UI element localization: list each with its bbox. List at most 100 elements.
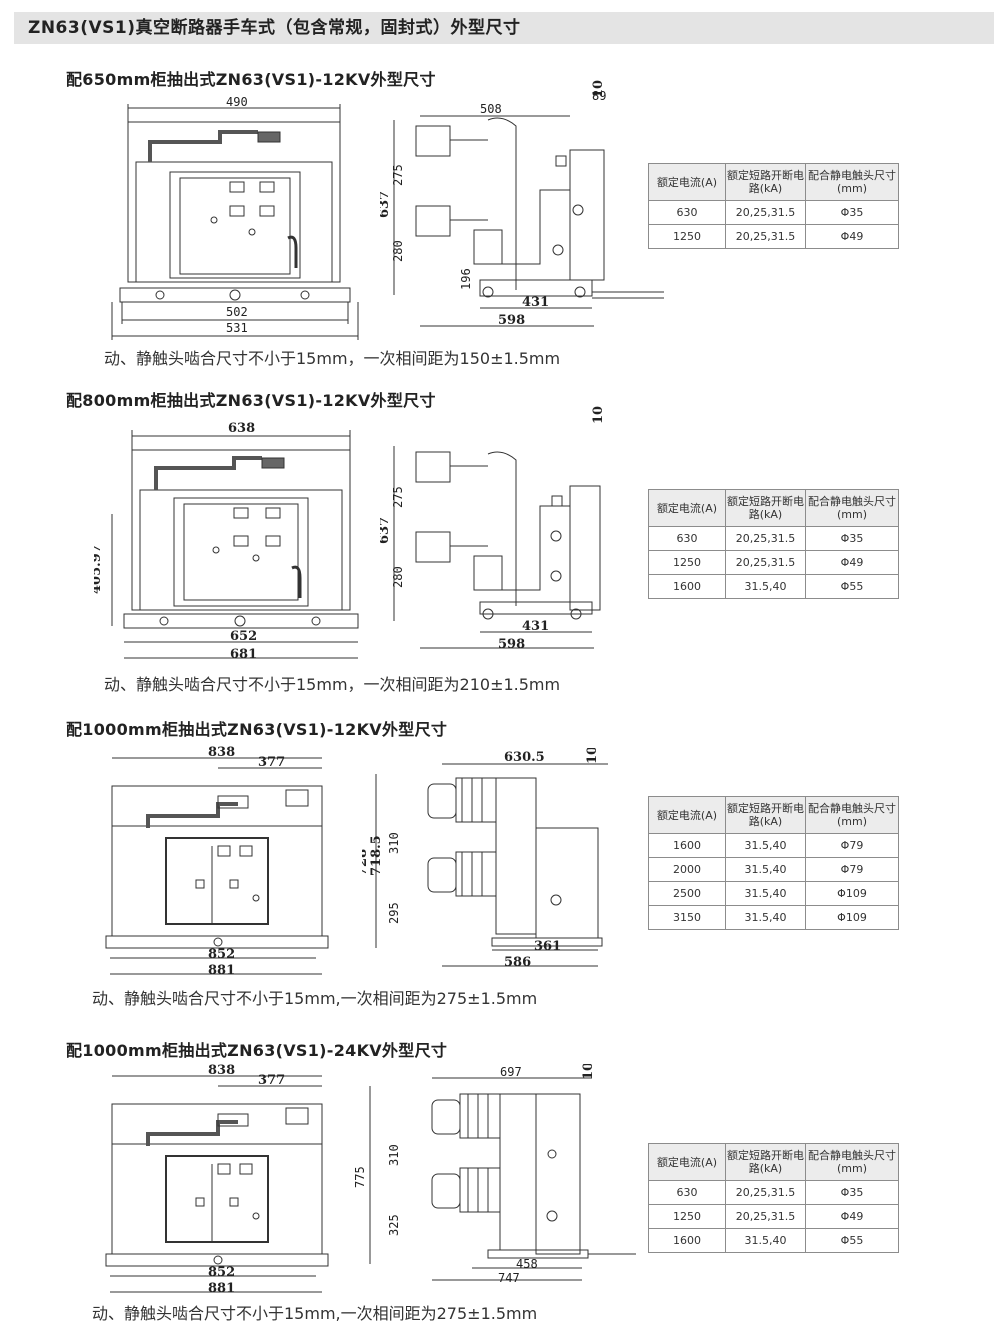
table-cell: 31.5,40: [725, 905, 806, 930]
table-cell: Φ55: [805, 1228, 899, 1253]
front-dim-top: 638: [228, 421, 255, 436]
table-header-row: 额定电流(A) 额定短路开断电路(kA) 配合静电触头尺寸(mm): [648, 796, 899, 834]
side-dim-bottom-2: 586: [504, 955, 531, 970]
side-dim-bottom-2: 598: [498, 313, 525, 328]
side-dim-lower: 280: [391, 240, 405, 262]
section-1-note: 动、静触头啮合尺寸不小于15mm，一次相间距为150±1.5mm: [104, 349, 561, 368]
table-row: 2000 31.5,40 Φ79: [648, 857, 899, 882]
table-cell: 1250: [648, 550, 726, 575]
front-dim-bottom-2: 681: [230, 647, 257, 662]
table-header: 额定电流(A): [648, 163, 726, 201]
front-dim-top-right: 377: [258, 1073, 285, 1088]
table-header: 额定短路开断电路(kA): [725, 796, 806, 834]
table-cell: 20,25,31.5: [725, 550, 806, 575]
front-dim-bottom-2: 881: [208, 1281, 235, 1296]
page-title: ZN63(VS1)真空断路器手车式（包含常规，固封式）外型尺寸: [28, 18, 521, 38]
page-header: ZN63(VS1)真空断路器手车式（包含常规，固封式）外型尺寸: [14, 12, 994, 44]
front-dim-top: 838: [208, 1064, 235, 1078]
side-dim-bottom-2: 747: [498, 1271, 520, 1285]
section-1-spec-table: 额定电流(A) 额定短路开断电路(kA) 配合静电触头尺寸(mm) 630 20…: [648, 163, 899, 249]
front-dim-bottom-2: 531: [226, 321, 248, 335]
table-header: 额定短路开断电路(kA): [725, 489, 806, 527]
section-4-side-view: 697 10 775 310 325 458 747: [352, 1064, 642, 1290]
side-dim-top: 697: [500, 1065, 522, 1079]
side-dim-height-2: 718.5: [369, 835, 384, 876]
table-cell: Φ49: [805, 1204, 899, 1229]
table-cell: 31.5,40: [725, 833, 806, 858]
table-cell: 31.5,40: [725, 857, 806, 882]
front-dim-bottom-1: 852: [208, 1265, 235, 1280]
side-dim-right-top: 10: [585, 748, 600, 764]
table-header: 额定电流(A): [648, 796, 726, 834]
table-header: 配合静电触头尺寸(mm): [805, 489, 899, 527]
section-3-side-view: 630.5 10 728 718.5 310 295 361 586: [362, 748, 622, 972]
section-4-front-view: 838 377 852 881: [100, 1064, 340, 1296]
table-cell: Φ49: [805, 224, 899, 249]
table-cell: Φ79: [805, 857, 899, 882]
table-header: 额定短路开断电路(kA): [725, 163, 806, 201]
table-header: 额定电流(A): [648, 489, 726, 527]
section-4-spec-table: 额定电流(A) 额定短路开断电路(kA) 配合静电触头尺寸(mm) 630 20…: [648, 1143, 899, 1253]
section-2-front-view: 638 405.97 652 681: [94, 418, 364, 664]
table-cell: 1600: [648, 1228, 726, 1253]
table-cell: Φ109: [805, 881, 899, 906]
table-cell: 3150: [648, 905, 726, 930]
front-dim-bottom-2: 881: [208, 963, 235, 978]
table-row: 1250 20,25,31.5 Φ49: [648, 550, 899, 575]
table-row: 1600 31.5,40 Φ79: [648, 833, 899, 858]
section-2-note: 动、静触头啮合尺寸不小于15mm，一次相间距为210±1.5mm: [104, 675, 561, 694]
side-dim-bottom-1: 458: [516, 1257, 538, 1271]
side-dim-height-1: 728: [362, 849, 370, 876]
table-cell: 2000: [648, 857, 726, 882]
table-header-row: 额定电流(A) 额定短路开断电路(kA) 配合静电触头尺寸(mm): [648, 1143, 899, 1181]
section-2-side-view: 10 637 275 280 431 598: [380, 406, 620, 654]
table-cell: 20,25,31.5: [725, 224, 806, 249]
table-cell: Φ79: [805, 833, 899, 858]
section-3-title: 配1000mm柜抽出式ZN63(VS1)-12KV外型尺寸: [66, 720, 448, 739]
table-cell: Φ55: [805, 574, 899, 599]
front-dim-bottom-1: 502: [226, 305, 248, 319]
table-header: 配合静电触头尺寸(mm): [805, 796, 899, 834]
side-dim-top-small: 89: [592, 89, 606, 103]
table-row: 1600 31.5,40 Φ55: [648, 1228, 899, 1253]
side-dim-lower: 325: [387, 1214, 401, 1236]
table-cell: Φ35: [805, 200, 899, 225]
table-cell: Φ109: [805, 905, 899, 930]
table-header: 额定电流(A): [648, 1143, 726, 1181]
table-row: 1250 20,25,31.5 Φ49: [648, 1204, 899, 1229]
table-row: 1250 20,25,31.5 Φ49: [648, 224, 899, 249]
side-dim-height: 637: [380, 191, 392, 218]
section-4-title: 配1000mm柜抽出式ZN63(VS1)-24KV外型尺寸: [66, 1041, 448, 1060]
side-dim-height: 775: [353, 1166, 367, 1188]
table-cell: 31.5,40: [725, 881, 806, 906]
side-dim-bottom-1: 431: [522, 619, 549, 634]
side-dim-top: 630.5: [504, 750, 545, 765]
side-dim-upper: 310: [387, 832, 401, 854]
side-dim-right-top: 10: [591, 406, 606, 424]
table-cell: 31.5,40: [725, 574, 806, 599]
table-cell: 20,25,31.5: [725, 1204, 806, 1229]
side-dim-low-small: 196: [459, 268, 473, 290]
side-dim-bottom-1: 431: [522, 295, 549, 310]
side-dim-right-top: 10: [591, 80, 606, 98]
table-row: 630 20,25,31.5 Φ35: [648, 1180, 899, 1205]
table-cell: 1600: [648, 574, 726, 599]
section-3-note: 动、静触头啮合尺寸不小于15mm,一次相间距为275±1.5mm: [92, 989, 538, 1008]
section-4-note: 动、静触头啮合尺寸不小于15mm,一次相间距为275±1.5mm: [92, 1304, 538, 1323]
section-2-title: 配800mm柜抽出式ZN63(VS1)-12KV外型尺寸: [66, 391, 436, 410]
side-dim-upper: 310: [387, 1144, 401, 1166]
table-cell: 2500: [648, 881, 726, 906]
table-row: 3150 31.5,40 Φ109: [648, 905, 899, 930]
side-dim-upper: 275: [391, 164, 405, 186]
table-cell: 1250: [648, 1204, 726, 1229]
front-dim-bottom-1: 652: [230, 629, 257, 644]
side-dim-height: 637: [380, 517, 392, 544]
section-2-spec-table: 额定电流(A) 额定短路开断电路(kA) 配合静电触头尺寸(mm) 630 20…: [648, 489, 899, 599]
side-dim-upper: 275: [391, 486, 405, 508]
front-dim-bottom-1: 852: [208, 947, 235, 962]
front-dim-top: 838: [208, 746, 235, 760]
table-cell: 1600: [648, 833, 726, 858]
table-cell: 20,25,31.5: [725, 1180, 806, 1205]
side-dim-top: 508: [480, 102, 502, 116]
table-cell: 20,25,31.5: [725, 200, 806, 225]
